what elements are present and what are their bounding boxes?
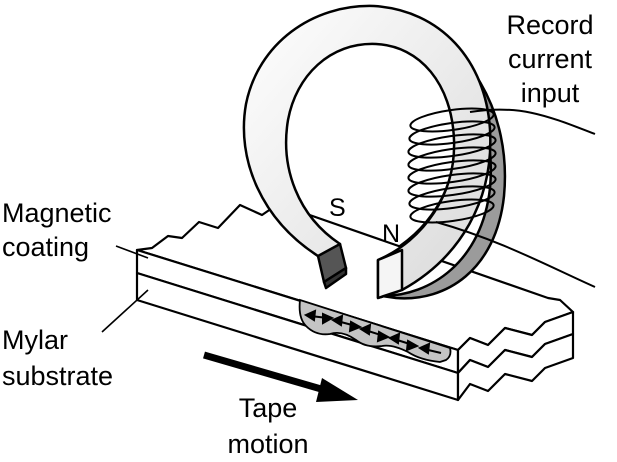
- tape-label-line2: motion: [227, 429, 309, 459]
- tape-motion-label: Tape motion: [208, 390, 328, 462]
- tape-motion-arrow: [203, 351, 358, 402]
- tape-broken-end-substrate: [456, 332, 575, 402]
- record-label-line1: Record: [506, 10, 594, 40]
- lead-wire-bottom: [435, 221, 596, 288]
- core-front-face: [242, 4, 492, 300]
- record-label-line3: input: [520, 78, 580, 108]
- n-pole-tip: [376, 248, 404, 300]
- recorded-domains: [298, 298, 452, 363]
- head-core: [242, 4, 507, 300]
- mylar-label-line2: substrate: [2, 361, 114, 391]
- tape: [135, 202, 575, 402]
- magnetic-label-line2: coating: [2, 232, 90, 262]
- coil: [407, 107, 596, 288]
- tape-label-line1: Tape: [238, 393, 298, 423]
- magnetic-label-line1: Magnetic: [2, 198, 112, 228]
- n-pole-label: N: [382, 220, 401, 248]
- record-current-input-label: Record current input: [490, 8, 610, 110]
- magnetic-coating-label: Magnetic coating: [2, 196, 112, 264]
- lead-wire-top: [469, 108, 596, 135]
- mylar-substrate-label: Mylar substrate: [2, 322, 113, 394]
- record-label-line2: current: [507, 44, 593, 74]
- mylar-substrate-leader: [101, 289, 149, 333]
- magnetic-coating-leader: [115, 245, 149, 259]
- s-pole-label: S: [329, 194, 346, 222]
- mylar-label-line1: Mylar: [2, 325, 68, 355]
